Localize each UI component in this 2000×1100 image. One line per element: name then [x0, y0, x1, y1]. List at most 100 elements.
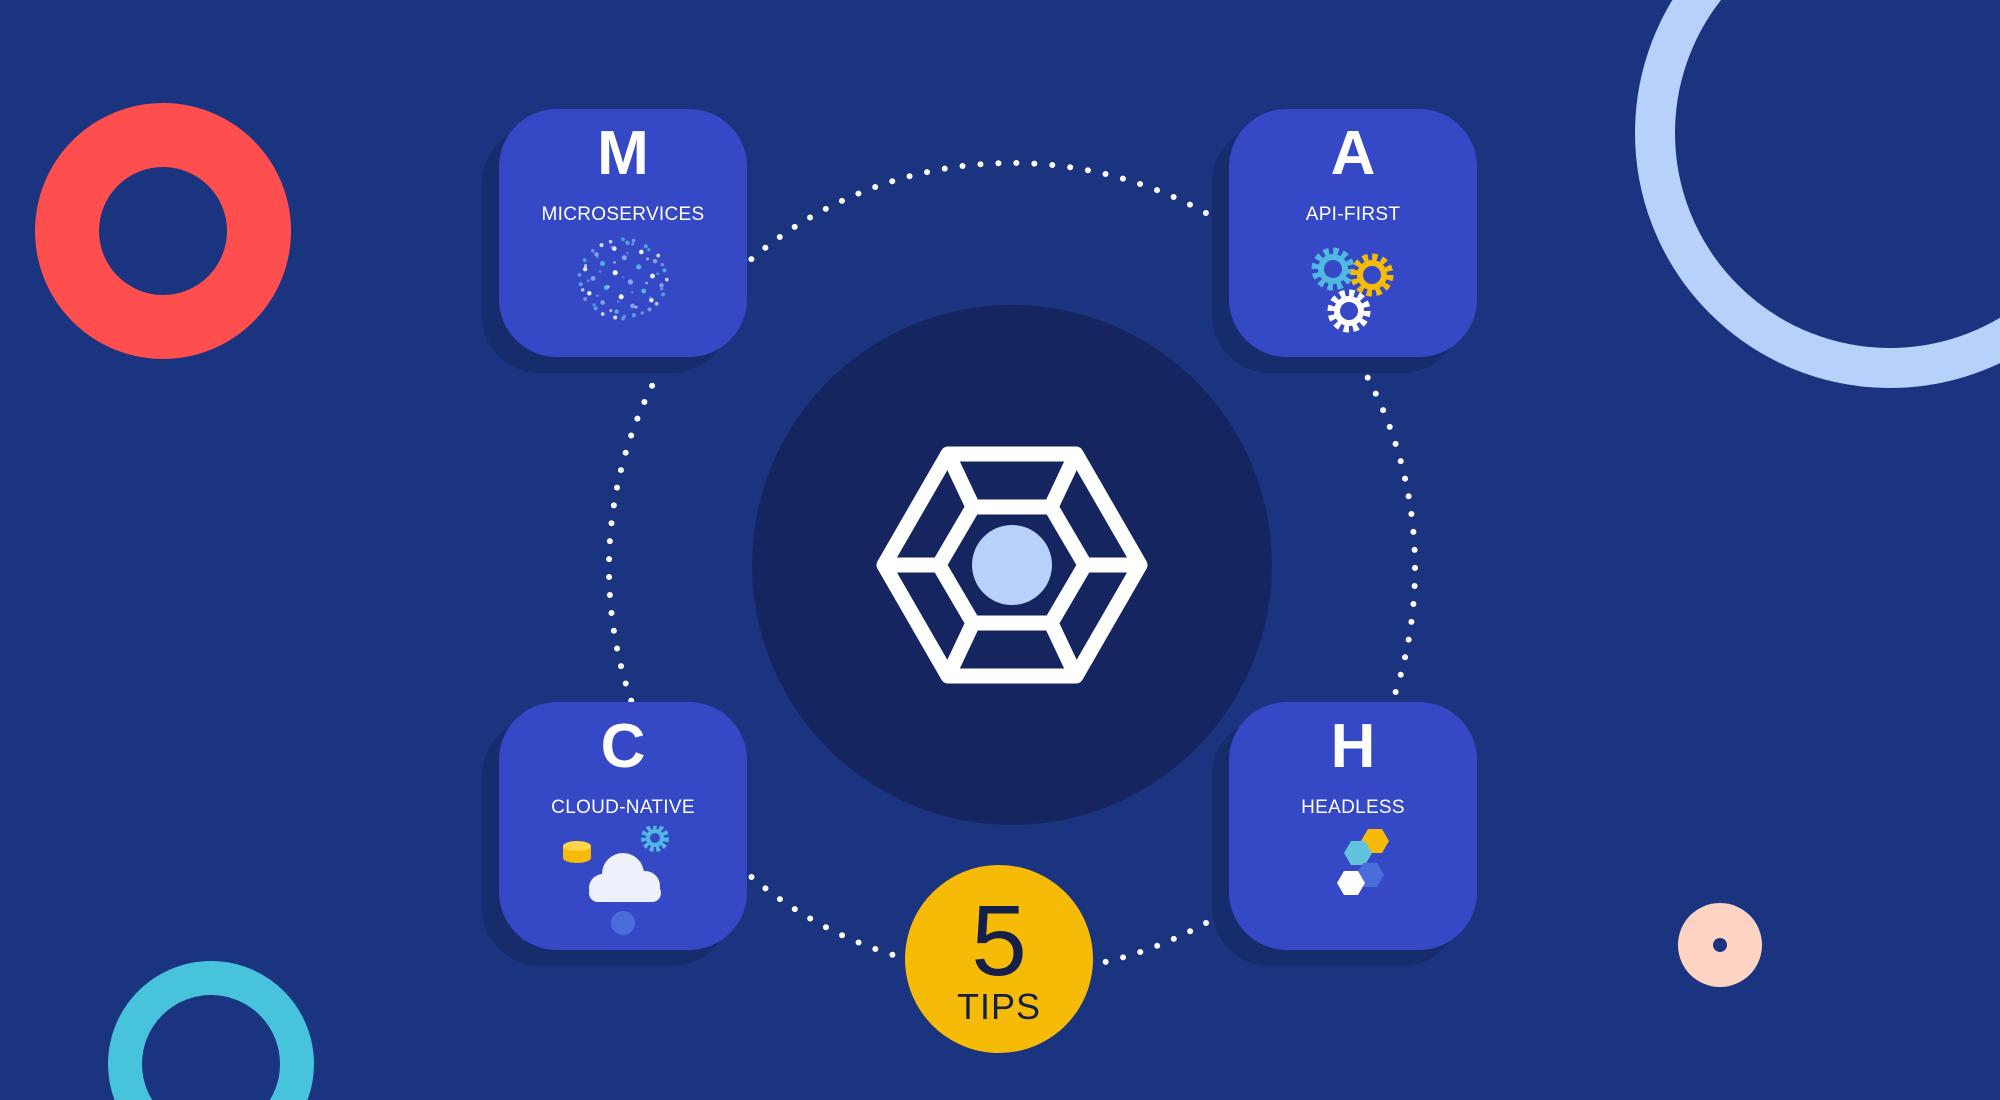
- sphere-dot: [622, 276, 625, 279]
- sphere-dot: [634, 305, 638, 309]
- sphere-dot: [664, 277, 669, 282]
- sphere-dot: [660, 262, 664, 267]
- card-microservices: M MICROSERVICES: [499, 109, 747, 357]
- sphere-dot: [582, 266, 588, 272]
- sphere-dot: [660, 287, 664, 291]
- card-api-first: A API-FIRST: [1229, 109, 1477, 357]
- sphere-dot: [652, 258, 658, 264]
- sphere-dot: [607, 285, 610, 288]
- sphere-dot: [662, 268, 667, 273]
- tips-word: TIPS: [956, 986, 1041, 1027]
- sphere-dot: [631, 242, 635, 246]
- sphere-dot: [636, 264, 642, 270]
- sphere-dot: [591, 249, 595, 253]
- sphere-dot: [656, 253, 661, 258]
- database-icon: [563, 841, 591, 863]
- sphere-dot: [614, 309, 619, 314]
- sphere-dot: [631, 313, 637, 318]
- sphere-dot: [598, 270, 602, 273]
- sphere-dot: [618, 294, 624, 300]
- card-label: CLOUD-NATIVE: [551, 797, 695, 818]
- card-letter: A: [1330, 119, 1376, 188]
- cloud-icon: [563, 826, 669, 935]
- cloud-node: [611, 911, 635, 935]
- sphere-dot: [581, 288, 585, 292]
- card-label: MICROSERVICES: [541, 204, 705, 225]
- sphere-dot: [612, 270, 618, 276]
- sphere-dot: [616, 300, 620, 303]
- sphere-dot: [594, 252, 599, 257]
- sphere-dot: [587, 291, 592, 296]
- sphere-dot: [599, 243, 604, 248]
- gear-icon: [1350, 253, 1394, 297]
- red-ring-icon: [35, 103, 291, 359]
- tips-badge: 5 TIPS: [905, 865, 1093, 1053]
- sphere-dot: [630, 303, 635, 309]
- light-blue-ring-icon: [1635, 0, 2000, 388]
- sphere-dot: [600, 312, 605, 316]
- particle-sphere-icon: [577, 237, 669, 321]
- teal-ring-icon: [108, 961, 314, 1100]
- sphere-dot: [638, 249, 644, 255]
- sphere-dot: [641, 288, 647, 294]
- sphere-dot: [659, 283, 664, 288]
- sphere-dot: [625, 240, 630, 245]
- sphere-dot: [578, 282, 583, 287]
- hexagon-logo-icon: [876, 446, 1148, 684]
- hexagon-icon: [1337, 871, 1365, 895]
- sphere-dot: [645, 281, 649, 285]
- sphere-dot: [631, 238, 636, 243]
- logo-core: [972, 525, 1052, 605]
- sphere-dot: [626, 251, 629, 255]
- sphere-dot: [609, 309, 613, 313]
- sphere-dot: [600, 261, 605, 266]
- card-label: HEADLESS: [1301, 797, 1405, 818]
- sphere-dot: [577, 273, 582, 277]
- sphere-dot: [643, 244, 648, 249]
- gears-icon: [1311, 247, 1394, 333]
- sphere-dot: [582, 258, 587, 263]
- sphere-dot: [622, 314, 626, 318]
- gear-icon: [1311, 247, 1355, 291]
- sphere-dot: [610, 245, 614, 249]
- sphere-dot: [627, 279, 633, 285]
- sphere-dot: [600, 300, 605, 305]
- card-headless: H HEADLESS: [1229, 702, 1477, 950]
- card-letter: C: [600, 712, 646, 781]
- sphere-dot: [646, 257, 650, 261]
- sphere-dot: [650, 273, 655, 279]
- sphere-dot: [608, 239, 613, 244]
- sphere-dot: [661, 292, 666, 297]
- gear-icon: [1327, 289, 1371, 333]
- gear-icon: [641, 826, 669, 852]
- card-letter: H: [1330, 712, 1376, 781]
- sphere-dot: [621, 255, 627, 261]
- card-letter: M: [597, 119, 649, 188]
- sphere-dot: [648, 296, 652, 300]
- sphere-dot: [586, 279, 590, 283]
- sphere-dot: [583, 264, 588, 268]
- sphere-dot: [592, 303, 596, 307]
- sphere-dot: [590, 275, 596, 281]
- card-cloud-native: C CLOUD-NATIVE: [499, 702, 747, 950]
- sphere-dot: [621, 237, 625, 242]
- sphere-dot: [640, 311, 644, 315]
- sphere-dot: [647, 248, 651, 252]
- sphere-dot: [647, 307, 652, 312]
- sphere-dot: [654, 301, 659, 306]
- sphere-dot: [593, 306, 598, 311]
- sphere-dot: [613, 315, 618, 320]
- cloud-shape: [589, 853, 661, 902]
- sphere-dot: [595, 294, 599, 298]
- peach-dot-center: [1713, 938, 1727, 952]
- sphere-dot: [656, 272, 660, 276]
- card-label: API-FIRST: [1305, 204, 1401, 225]
- tips-number: 5: [971, 885, 1027, 997]
- sphere-dot: [583, 297, 588, 302]
- sphere-dot: [613, 261, 616, 264]
- hexagon-icon: [1344, 841, 1372, 865]
